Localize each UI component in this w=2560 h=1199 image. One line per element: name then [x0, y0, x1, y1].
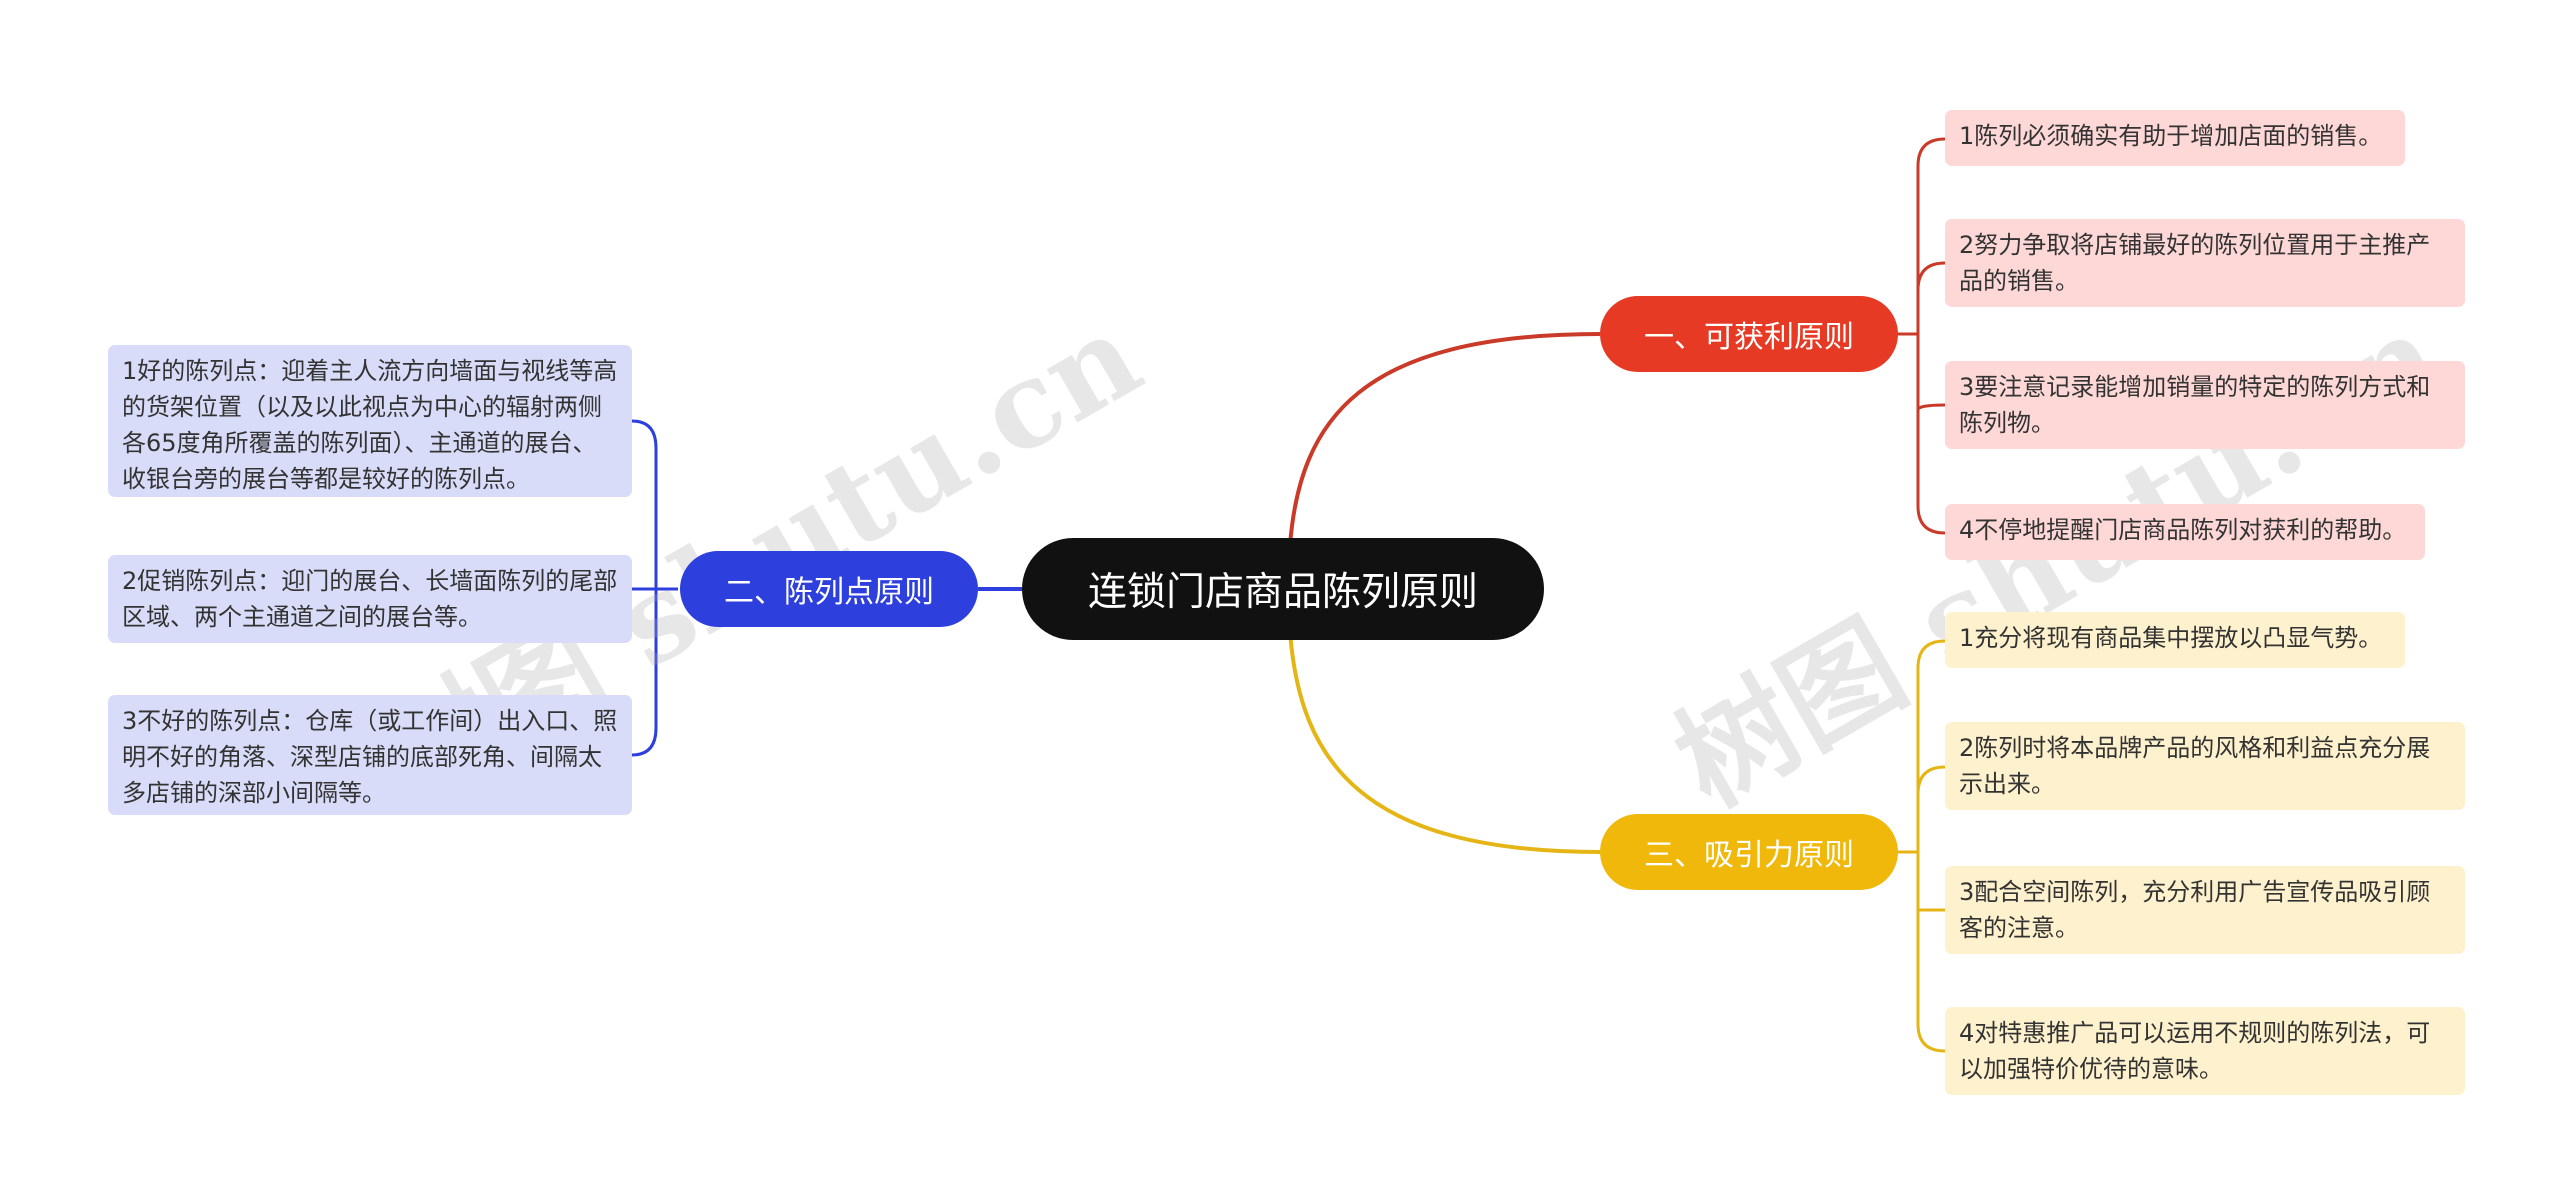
branch-profitability[interactable]: 一、可获利原则 — [1600, 296, 1898, 372]
leaf-profitability-2[interactable]: 2努力争取将店铺最好的陈列位置用于主推产品的销售。 — [1945, 219, 2465, 307]
leaf-profitability-3[interactable]: 3要注意记录能增加销量的特定的陈列方式和陈列物。 — [1945, 361, 2465, 449]
branch-display-points[interactable]: 二、陈列点原则 — [680, 551, 978, 627]
leaf-attraction-4[interactable]: 4对特惠推广品可以运用不规则的陈列法，可以加强特价优待的意味。 — [1945, 1007, 2465, 1095]
branch-attraction[interactable]: 三、吸引力原则 — [1600, 814, 1898, 890]
connector-red-1 — [1916, 137, 1946, 334]
leaf-display-points-1[interactable]: 1好的陈列点：迎着主人流方向墙面与视线等高的货架位置（以及以此视点为中心的辐射两… — [108, 345, 632, 497]
connector-yellow-3 — [1916, 852, 1945, 912]
connector-yellow-2 — [1916, 765, 1946, 852]
connector-root-yellow — [1288, 631, 1601, 854]
leaf-profitability-1[interactable]: 1陈列必须确实有助于增加店面的销售。 — [1945, 110, 2405, 166]
connector-yellow-4 — [1916, 852, 1946, 1053]
leaf-display-points-3[interactable]: 3不好的陈列点：仓库（或工作间）出入口、照明不好的角落、深型店铺的底部死角、间隔… — [108, 695, 632, 815]
leaf-attraction-1[interactable]: 1充分将现有商品集中摆放以凸显气势。 — [1945, 612, 2405, 668]
connector-red-2 — [1916, 261, 1946, 334]
connector-blue-3 — [631, 589, 658, 757]
leaf-attraction-3[interactable]: 3配合空间陈列，充分利用广告宣传品吸引顾客的注意。 — [1945, 866, 2465, 954]
leaf-display-points-2[interactable]: 2促销陈列点：迎门的展台、长墙面陈列的尾部区域、两个主通道之间的展台等。 — [108, 555, 632, 643]
connector-blue-1 — [631, 419, 658, 589]
connector-red-3 — [1916, 334, 1946, 411]
connector-red-4 — [1916, 334, 1946, 535]
leaf-attraction-2[interactable]: 2陈列时将本品牌产品的风格和利益点充分展示出来。 — [1945, 722, 2465, 810]
leaf-profitability-4[interactable]: 4不停地提醒门店商品陈列对获利的帮助。 — [1945, 504, 2425, 560]
connector-yellow-1 — [1916, 639, 1946, 852]
connector-root-red — [1288, 332, 1601, 546]
root-node[interactable]: 连锁门店商品陈列原则 — [1022, 538, 1544, 640]
